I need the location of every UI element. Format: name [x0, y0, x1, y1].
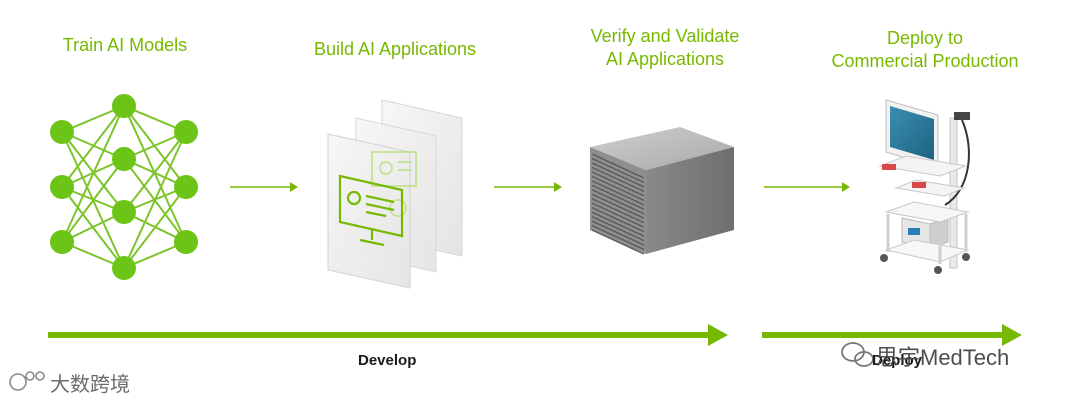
nn-node [112, 256, 136, 280]
develop-phase-arrow [48, 324, 728, 346]
develop-phase-label: Develop [358, 352, 417, 369]
nn-node [174, 120, 198, 144]
server-vent [591, 153, 645, 179]
stage-title-verify-line1: Verify and Validate [590, 26, 740, 46]
nn-edge [123, 131, 187, 213]
server-vent [591, 202, 645, 228]
stage-title-verify-line2: AI Applications [605, 49, 725, 69]
server-vent [591, 171, 645, 197]
server-vent [591, 211, 645, 237]
server-vent [591, 229, 645, 255]
stage-title-deploy: Deploy to Commercial Production [815, 27, 1035, 73]
server-vent [591, 193, 645, 219]
nn-node [50, 175, 74, 199]
server-vent [591, 189, 645, 215]
wechat-logo-icon [841, 342, 874, 367]
server-vent [591, 224, 645, 251]
deploy-phase-arrow [762, 324, 1022, 346]
medical-cart-icon [878, 99, 970, 274]
stage-arrow-2 [494, 182, 562, 192]
server-vent [591, 220, 645, 246]
server-vent [591, 215, 645, 242]
stage-title-deploy-line1: Deploy to [886, 28, 964, 48]
server-vent [591, 166, 645, 193]
nn-node [174, 175, 198, 199]
stage-arrow-3 [764, 182, 850, 192]
server-vent [591, 157, 645, 184]
server-vent [591, 207, 645, 233]
nn-node [50, 120, 74, 144]
stage-arrow-1 [230, 182, 298, 192]
watermark-right: 思宇MedTech [876, 345, 1010, 370]
stage-title-build: Build AI Applications [290, 38, 500, 61]
nn-edge [61, 158, 125, 243]
stage-title-verify: Verify and Validate AI Applications [570, 25, 760, 71]
nn-edge [123, 131, 187, 269]
nn-edge [61, 105, 125, 243]
server-vent [591, 180, 645, 206]
server-vent [591, 162, 645, 188]
deploy-phase-label: Deploy [872, 352, 923, 369]
stage-title-train-line1: Train AI Models [62, 35, 188, 55]
server-vent [591, 184, 645, 210]
nn-edge [61, 105, 125, 188]
nn-node [112, 94, 136, 118]
stage-title-train: Train AI Models [44, 34, 206, 57]
stage-title-build-line1: Build AI Applications [313, 39, 477, 59]
nn-node [112, 200, 136, 224]
server-icon [590, 127, 734, 255]
watermark-left: 大数跨境 [50, 374, 130, 396]
nn-node [174, 230, 198, 254]
nn-node [50, 230, 74, 254]
left-watermark-logo-icon [9, 371, 45, 391]
stage-title-deploy-line2: Commercial Production [831, 51, 1019, 71]
server-vent [591, 175, 645, 201]
nn-edge [123, 186, 187, 269]
nn-node [112, 147, 136, 171]
server-vent [591, 198, 645, 224]
application-windows-icon [327, 99, 463, 289]
neural-network-icon [50, 94, 198, 280]
